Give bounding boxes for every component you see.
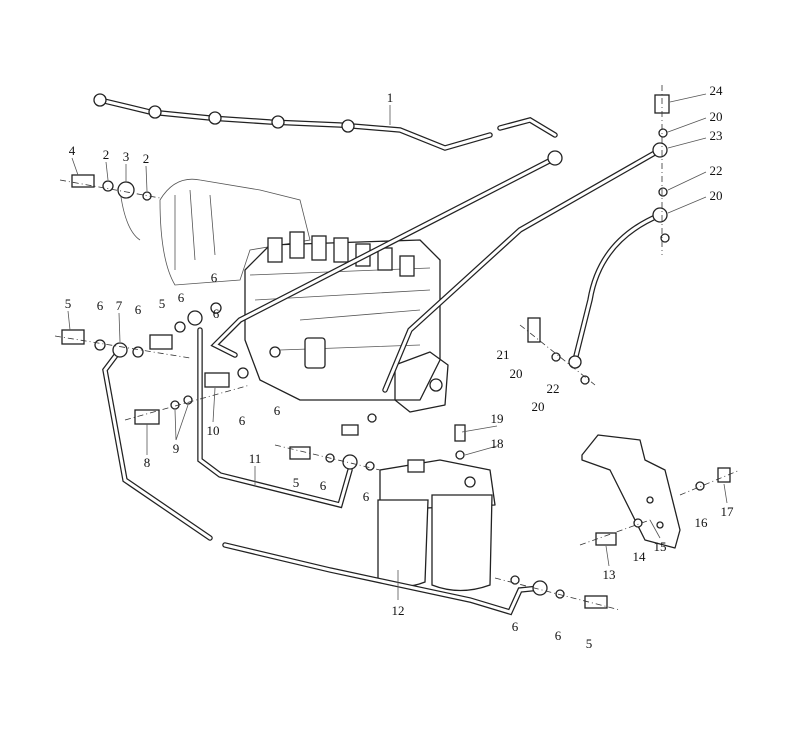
callout-5: 5 (65, 296, 72, 311)
callout-labels: 1 24 20 23 22 20 4 2 3 2 6 5 6 7 6 5 6 6… (65, 83, 734, 651)
fuel-pipes (97, 97, 663, 616)
callout-6: 6 (555, 628, 562, 643)
callout-8: 8 (144, 455, 151, 470)
callout-6: 6 (320, 478, 327, 493)
callout-19: 19 (491, 411, 504, 426)
callout-4: 4 (69, 143, 76, 158)
callout-6: 6 (512, 619, 519, 634)
washers-and-bolts (61, 93, 731, 609)
callout-9: 9 (173, 441, 180, 456)
callout-20: 20 (510, 366, 523, 381)
callout-13: 13 (603, 567, 616, 582)
injection-pump (244, 231, 449, 413)
mounting-bracket (581, 434, 681, 549)
callout-6: 6 (274, 403, 281, 418)
callout-6: 6 (97, 298, 104, 313)
callout-6: 6 (211, 270, 218, 285)
callout-17: 17 (721, 504, 735, 519)
callout-6: 6 (178, 290, 185, 305)
callout-3: 3 (123, 149, 130, 164)
callout-20: 20 (710, 109, 723, 124)
callout-5: 5 (293, 475, 300, 490)
callout-23: 23 (710, 128, 723, 143)
callout-14: 14 (633, 549, 647, 564)
callout-22: 22 (710, 163, 723, 178)
callout-10: 10 (207, 423, 220, 438)
callout-20: 20 (532, 399, 545, 414)
fuel-filter (377, 459, 496, 592)
callout-6: 6 (363, 489, 370, 504)
callout-7: 7 (116, 298, 123, 313)
callout-21: 21 (497, 347, 510, 362)
callout-15: 15 (654, 539, 667, 554)
callout-22: 22 (547, 381, 560, 396)
callout-2: 2 (103, 147, 110, 162)
assembly-axis-lines (54, 85, 741, 611)
callout-24: 24 (710, 83, 724, 98)
callout-2: 2 (143, 151, 150, 166)
callout-1: 1 (387, 90, 394, 105)
callout-6: 6 (239, 413, 246, 428)
callout-11: 11 (249, 451, 262, 466)
callout-20: 20 (710, 188, 723, 203)
callout-18: 18 (491, 436, 504, 451)
callout-5: 5 (159, 296, 166, 311)
callout-12: 12 (392, 603, 405, 618)
callout-5: 5 (586, 636, 593, 651)
callout-6: 6 (135, 302, 142, 317)
callout-16: 16 (695, 515, 709, 530)
leader-lines (67, 93, 728, 600)
callout-6: 6 (213, 306, 220, 321)
